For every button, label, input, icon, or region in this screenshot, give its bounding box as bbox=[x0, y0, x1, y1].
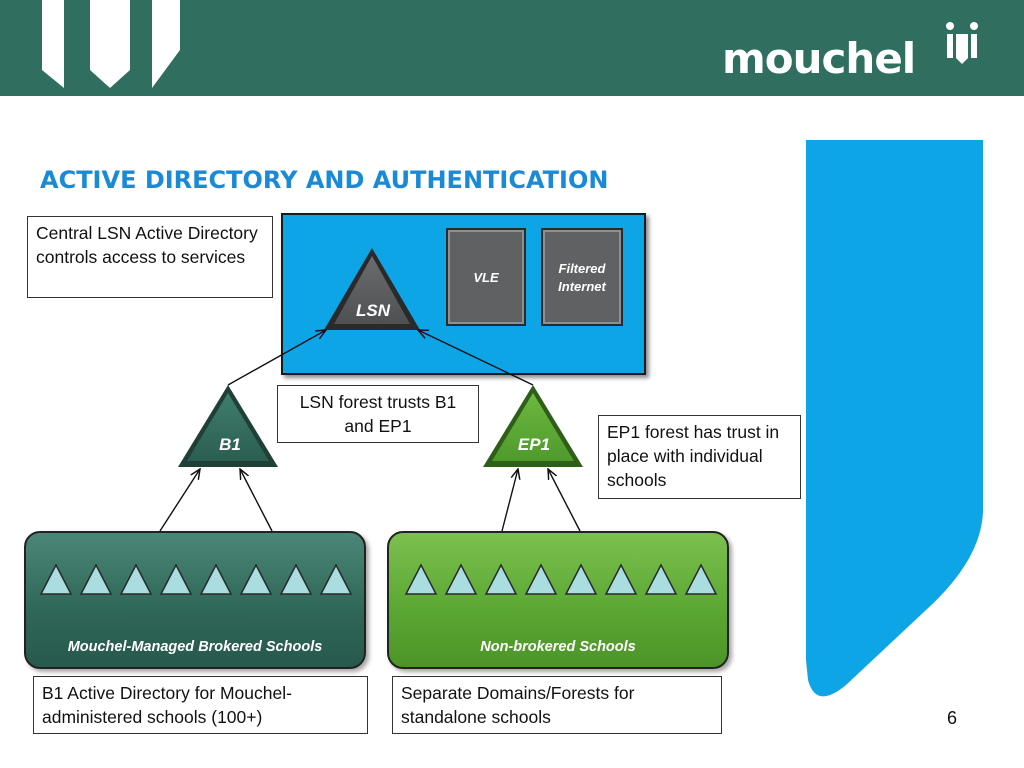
school-triangle bbox=[319, 563, 353, 595]
arrow-nonbrokered-to-ep1-left bbox=[501, 469, 518, 532]
school-triangle bbox=[444, 563, 478, 595]
brand-mark-icon bbox=[946, 22, 978, 64]
brokered-school-triangles bbox=[39, 563, 353, 595]
brand-logo-text: mouchel bbox=[722, 34, 916, 83]
note-ep1-trust: EP1 forest has trust in place with indiv… bbox=[598, 415, 801, 499]
school-triangle bbox=[644, 563, 678, 595]
nonbrokered-school-triangles bbox=[404, 563, 718, 595]
note-b1-description: B1 Active Directory for Mouchel-administ… bbox=[33, 676, 368, 734]
school-triangle bbox=[119, 563, 153, 595]
vle-label: VLE bbox=[473, 270, 499, 285]
school-triangle bbox=[684, 563, 718, 595]
school-triangle bbox=[404, 563, 438, 595]
filtered-internet-label: Filtered Internet bbox=[558, 261, 606, 294]
lsn-node: LSN bbox=[324, 248, 420, 330]
brokered-schools-label: Mouchel-Managed Brokered Schools bbox=[67, 639, 323, 655]
arrow-b1-to-lsn bbox=[227, 330, 326, 386]
lsn-label: LSN bbox=[356, 301, 391, 320]
header-bar: mouchel bbox=[0, 0, 1024, 96]
school-triangle bbox=[604, 563, 638, 595]
school-triangle bbox=[564, 563, 598, 595]
school-triangle bbox=[39, 563, 73, 595]
school-triangle bbox=[159, 563, 193, 595]
nonbrokered-schools-group: Non-brokered Schools bbox=[387, 531, 729, 669]
slide-title: ACTIVE DIRECTORY AND AUTHENTICATION bbox=[40, 166, 609, 194]
vle-service: VLE bbox=[446, 228, 526, 326]
school-triangle bbox=[524, 563, 558, 595]
arrow-ep1-to-lsn bbox=[418, 330, 534, 386]
ep1-node: EP1 bbox=[483, 385, 583, 467]
brokered-schools-group: Mouchel-Managed Brokered Schools bbox=[24, 531, 366, 669]
lsn-services-panel: VLE Filtered Internet bbox=[281, 213, 646, 375]
school-triangle bbox=[199, 563, 233, 595]
school-triangle bbox=[279, 563, 313, 595]
page-number: 6 bbox=[947, 708, 958, 728]
arrow-brokered-to-b1-left bbox=[159, 469, 200, 532]
note-separate-domains: Separate Domains/Forests for standalone … bbox=[392, 676, 722, 734]
school-triangle bbox=[239, 563, 273, 595]
school-triangle bbox=[484, 563, 518, 595]
filtered-internet-service: Filtered Internet bbox=[541, 228, 623, 326]
b1-label: B1 bbox=[219, 435, 241, 454]
nonbrokered-schools-label: Non-brokered Schools bbox=[480, 639, 636, 655]
note-forest-trust: LSN forest trusts B1 and EP1 bbox=[277, 385, 479, 443]
emblem-logo bbox=[42, 0, 180, 88]
arrow-brokered-to-b1-right bbox=[240, 469, 273, 532]
arrow-nonbrokered-to-ep1-right bbox=[548, 469, 581, 532]
ep1-label: EP1 bbox=[518, 435, 550, 454]
b1-node: B1 bbox=[178, 385, 278, 467]
note-central-lsn: Central LSN Active Directory controls ac… bbox=[27, 216, 273, 298]
decorative-swoosh bbox=[806, 140, 983, 697]
school-triangle bbox=[79, 563, 113, 595]
